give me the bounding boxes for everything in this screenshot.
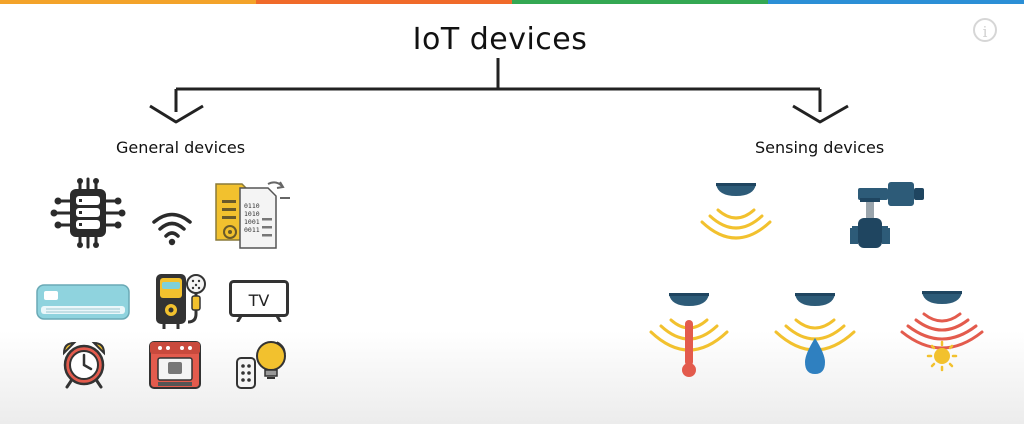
tv-icon: TV	[229, 280, 289, 322]
general-devices-label: General devices	[116, 138, 246, 157]
alarm-clock-icon	[62, 341, 106, 389]
water-heater-icon	[156, 274, 206, 329]
left-arrowhead	[149, 104, 204, 124]
data-documents-icon: 0110 1010 1001 0011	[215, 181, 290, 249]
data-text-line-3: 1001	[244, 218, 260, 226]
info-icon[interactable]: i	[973, 18, 997, 42]
top-color-bar	[0, 0, 1024, 4]
data-text-line-4: 0011	[244, 226, 260, 234]
top-bar-orange	[0, 0, 256, 4]
coffee-machine-icon	[149, 341, 201, 389]
server-network-icon	[50, 177, 126, 249]
light-sensor-icon	[900, 291, 984, 372]
sensing-devices-label: Sensing devices	[755, 138, 885, 157]
top-bar-red-orange	[256, 0, 512, 4]
right-arrowhead	[792, 104, 849, 124]
wifi-icon	[152, 212, 192, 246]
top-bar-blue	[768, 0, 1024, 4]
data-text-line-2: 1010	[244, 210, 260, 218]
smart-bulb-remote-icon	[236, 341, 286, 389]
signal-sensor-icon	[700, 183, 772, 240]
top-bar-green	[512, 0, 768, 4]
tv-text: TV	[248, 291, 270, 310]
diagram-title: IoT devices	[412, 22, 588, 57]
temperature-sensor-icon	[649, 293, 729, 377]
control-valve-icon	[850, 182, 924, 248]
humidity-sensor-icon	[774, 293, 856, 374]
data-text-line-1: 0110	[244, 202, 260, 210]
air-conditioner-icon	[36, 284, 130, 320]
